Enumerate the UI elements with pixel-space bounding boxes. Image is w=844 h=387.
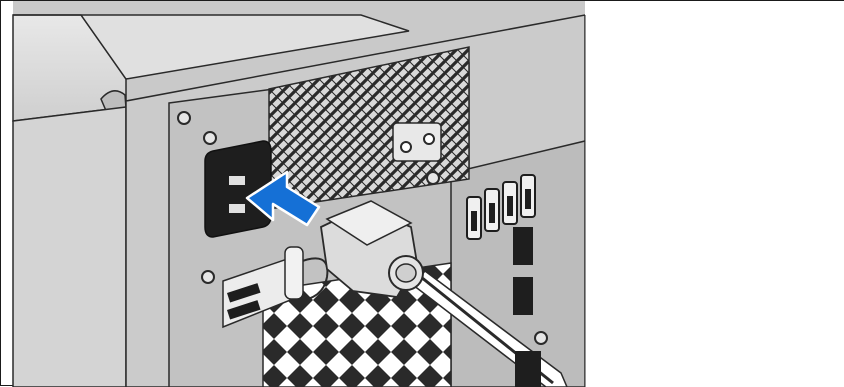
blank-area — [585, 1, 844, 387]
usb-ports — [466, 174, 536, 240]
screw-icon — [177, 111, 548, 345]
rear-ports — [513, 227, 541, 387]
cable-clip — [222, 246, 329, 329]
arrow-icon — [245, 170, 321, 227]
psu-indicator — [392, 122, 442, 162]
power-inlet — [204, 140, 272, 238]
